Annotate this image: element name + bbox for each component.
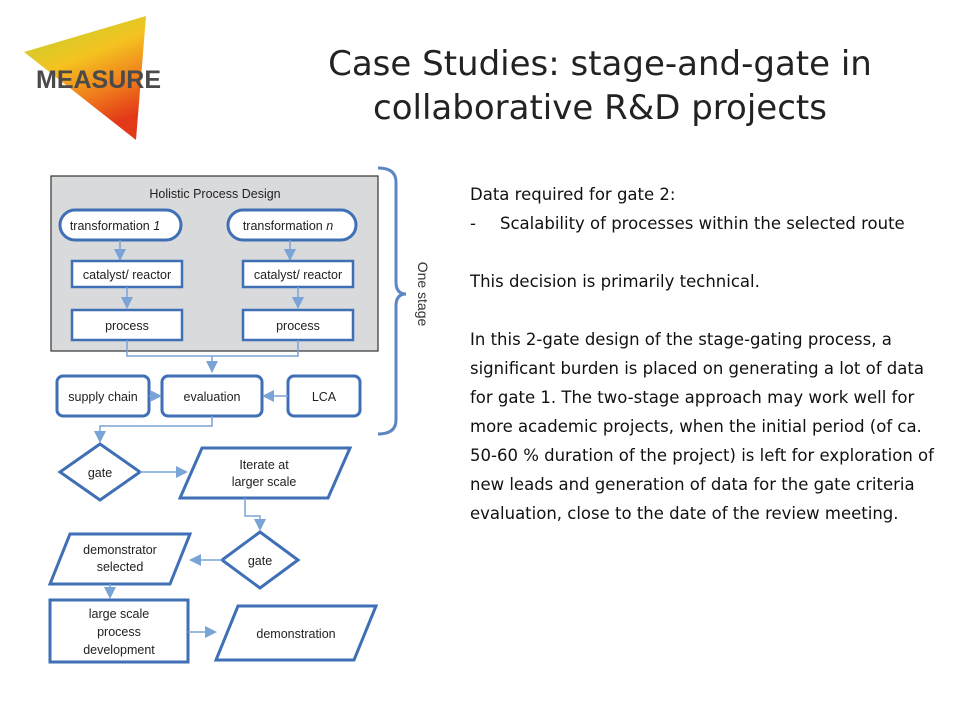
title-line-2: collaborative R&D projects — [373, 88, 827, 128]
body-text: Data required for gate 2: - Scalability … — [470, 180, 950, 528]
catalyst-reactor-left-label: catalyst/ reactor — [83, 268, 171, 282]
group-title: Holistic Process Design — [149, 187, 280, 201]
iterate-node — [177, 446, 353, 500]
gate-2-node — [219, 530, 301, 590]
measure-logo: MEASURE — [24, 16, 161, 140]
gate-1-label: gate — [88, 466, 112, 480]
gate-2-label: gate — [248, 554, 272, 568]
paragraph-design: In this 2-gate design of the stage-gatin… — [470, 330, 934, 523]
gate2-heading: Data required for gate 2: — [470, 185, 676, 204]
large-scale-node — [48, 598, 190, 664]
process-left-label: process — [105, 319, 149, 333]
transformation-1-label: transformation 1 — [70, 219, 160, 233]
page-title: Case Studies: stage-and-gate in collabor… — [290, 42, 910, 130]
process-right-node — [241, 308, 355, 342]
transformation-n-node — [226, 208, 358, 242]
gate-1-node — [57, 442, 143, 502]
catalyst-reactor-right-node — [241, 259, 355, 289]
demonstrator-label-1: demonstrator — [83, 543, 157, 557]
demonstrator-label-2: selected — [97, 560, 144, 574]
title-line-1: Case Studies: stage-and-gate in — [328, 44, 872, 84]
iterate-label-2: larger scale — [232, 475, 297, 489]
process-left-node — [70, 308, 184, 342]
large-scale-label-3: development — [83, 643, 155, 657]
demonstration-label: demonstration — [256, 627, 335, 641]
supply-chain-label: supply chain — [68, 390, 138, 404]
catalyst-reactor-left-node — [70, 259, 184, 289]
bullet-text: Scalability of processes within the sele… — [500, 214, 905, 233]
paragraph-decision: This decision is primarily technical. — [470, 272, 760, 291]
catalyst-reactor-right-label: catalyst/ reactor — [254, 268, 342, 282]
one-stage-bracket — [377, 166, 407, 436]
bullet-dash: - — [470, 214, 476, 233]
one-stage-label: One stage — [415, 262, 431, 327]
transformation-n-label: transformation n — [243, 219, 333, 233]
stage-gate-diagram: Holistic Process Design transformation 1… — [47, 166, 431, 664]
large-scale-label-1: large scale — [89, 607, 149, 621]
demonstrator-node — [47, 532, 193, 586]
large-scale-label-2: process — [97, 625, 141, 639]
lca-label: LCA — [312, 390, 337, 404]
bullet-item: - Scalability of processes within the se… — [470, 209, 950, 238]
logo-text: MEASURE — [36, 66, 161, 94]
demonstration-node — [213, 604, 379, 662]
evaluation-label: evaluation — [184, 390, 241, 404]
process-right-label: process — [276, 319, 320, 333]
iterate-label-1: Iterate at — [239, 458, 289, 472]
